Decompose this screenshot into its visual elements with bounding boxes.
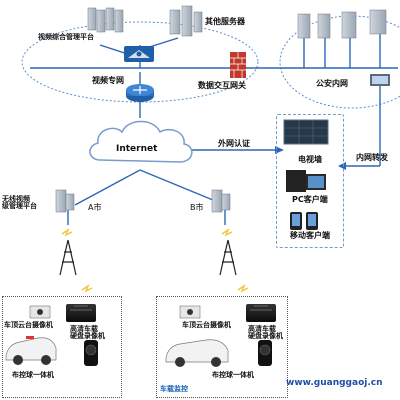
external-auth-label: 外网认证 (218, 139, 250, 148)
link-lines (30, 34, 398, 225)
internet-label: Internet (116, 144, 158, 154)
wireless-platform-label: 无线视频 级管理平台 (2, 195, 37, 210)
left-ptz-camera-label: 车顶云台摄像机 (4, 321, 53, 329)
pc-client-label: PC客户端 (292, 195, 328, 204)
internal-forward-label: 内网转发 (356, 153, 388, 162)
dvr-icon (246, 304, 276, 322)
firewall-icon (230, 52, 246, 78)
internet-cloud-icon (89, 120, 193, 163)
police-network-label: 公安内网 (316, 79, 348, 88)
pc-icon (370, 74, 390, 86)
left-dvr-label: 高清车载 硬盘录像机 (70, 325, 105, 340)
watermark-text: www.guanggaoj.cn (286, 378, 383, 388)
ptz-camera-icon (29, 305, 51, 319)
mobile-client-label: 移动客户端 (290, 231, 330, 240)
right-dome-label: 布控球一体机 (212, 371, 254, 379)
ptz-camera-icon (179, 305, 201, 319)
police-car-icon (5, 336, 57, 365)
city-b-label: B市 (190, 203, 204, 212)
server-icon (55, 189, 75, 213)
server-icon (297, 9, 387, 39)
city-a-label: A市 (88, 203, 102, 212)
police-car-icon (165, 339, 229, 367)
router-icon (126, 84, 154, 102)
client-panel-zone (276, 114, 344, 248)
right-dvr-label: 高清车载 硬盘录像机 (248, 325, 283, 340)
vehicle-zone-right (156, 296, 288, 398)
pc-icon (286, 170, 326, 192)
video-wall-icon (283, 119, 329, 145)
vehicle-monitor-label: 车载监控 (160, 385, 188, 393)
other-servers-label: 其他服务器 (205, 17, 245, 26)
dome-camera-icon (84, 340, 98, 366)
vehicle-zone-left (2, 296, 122, 398)
dvr-icon (66, 304, 96, 322)
video-network-ellipse (21, 21, 259, 103)
mobile-phone-icon (290, 212, 318, 230)
video-network-label: 视频专网 (92, 76, 124, 85)
signal-tower-icon (59, 239, 237, 276)
server-icon (87, 7, 124, 33)
wireless-signal-icon (61, 228, 249, 293)
dome-camera-icon (258, 340, 272, 366)
video-wall-label: 电视墙 (298, 155, 322, 164)
arrow-external-auth (275, 146, 284, 154)
core-switch-icon (124, 46, 154, 62)
server-icon (169, 5, 203, 37)
server-icon (211, 189, 231, 213)
right-ptz-camera-label: 车顶云台摄像机 (182, 321, 231, 329)
left-dome-label: 布控球一体机 (12, 371, 54, 379)
arrow-internal-forward (338, 162, 346, 170)
video-platform-label: 视频综合管理平台 (38, 33, 94, 41)
data-gateway-label: 数据交互网关 (198, 81, 246, 90)
